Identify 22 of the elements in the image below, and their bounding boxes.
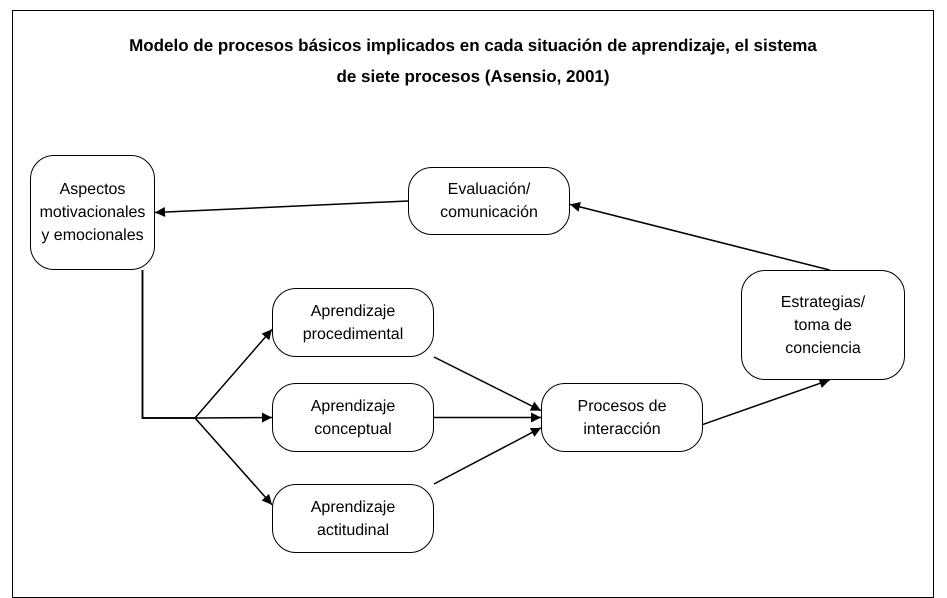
arrow: [142, 270, 273, 506]
process-box: [272, 484, 434, 553]
arrow: [154, 200, 408, 218]
arrow: [702, 378, 830, 426]
node-label: Aprendizaje actitudinal: [310, 498, 396, 540]
arrow: [434, 412, 541, 422]
arrow: [434, 356, 542, 412]
process-box: [30, 155, 155, 270]
arrow: [434, 427, 542, 485]
node-label: Evaluación/ comunicación: [439, 180, 539, 223]
process-box: [272, 383, 434, 452]
process-box: [741, 270, 905, 380]
node-label: Aspectos motivacionales y emocionales: [39, 180, 146, 246]
title: Modelo de procesos básicos implicados en cada situación de aprendizaje, el sistema de siete procesos (Asensio, 2001): [128, 35, 818, 88]
node-label: Aprendizaje conceptual: [310, 396, 396, 440]
arrow: [570, 202, 830, 271]
process-box: [408, 167, 570, 235]
process-box: [272, 288, 434, 357]
node-label: Aprendizaje procedimental: [302, 302, 404, 344]
node-label: Estrategias/ toma de conciencia: [780, 292, 866, 358]
process-box: [541, 383, 703, 452]
node-label: Procesos de interacción: [576, 396, 668, 440]
